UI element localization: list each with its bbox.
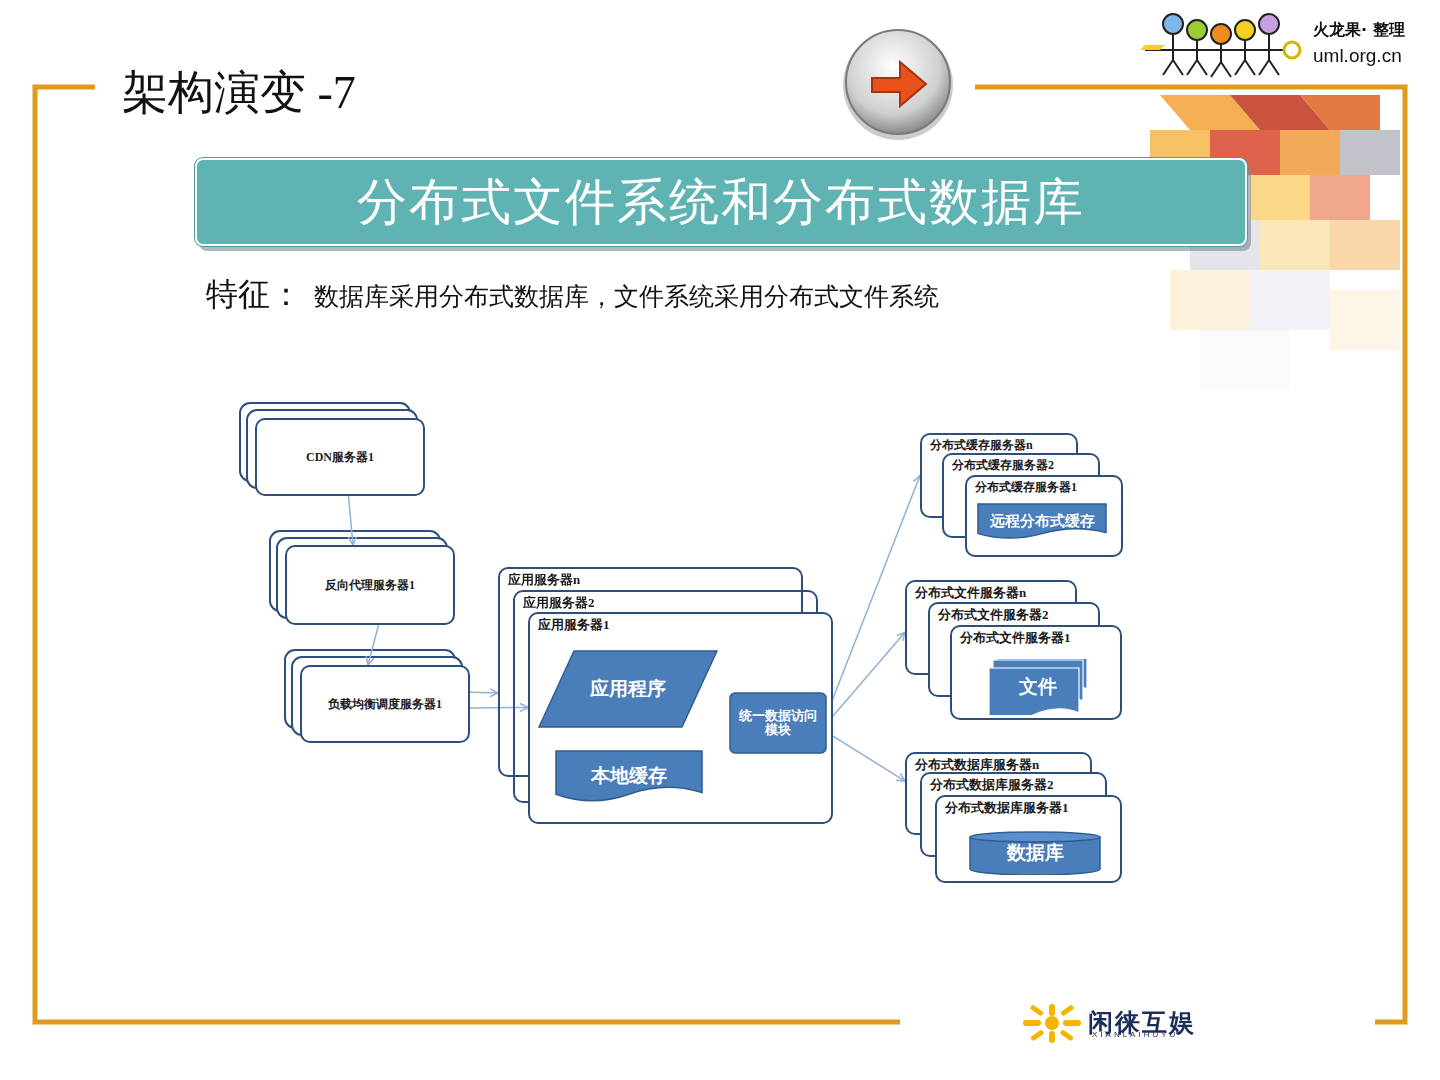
server-box: CDN服务器1 [255, 418, 425, 496]
logo-bottom-icon [1023, 1004, 1081, 1043]
cyl-node: 数据库 [969, 831, 1101, 875]
rbox-node: 统一数据访问模块 [729, 692, 827, 754]
doc-node: 远程分布式缓存 [977, 503, 1107, 539]
node-label: 分布式数据库服务器2 [930, 776, 1054, 794]
node-label: CDN服务器1 [257, 420, 423, 494]
node-label: 应用服务器2 [523, 594, 595, 612]
server-box: 分布式缓存服务器1 远程分布式缓存 [965, 475, 1123, 557]
node-label: 文件 [988, 659, 1088, 715]
node-label: 分布式文件服务器2 [938, 606, 1049, 624]
arrow-button [843, 30, 953, 140]
para-node: 应用程序 [538, 650, 718, 728]
node-label: 远程分布式缓存 [977, 503, 1107, 539]
node-label: 统一数据访问模块 [729, 692, 827, 754]
node-label: 应用服务器1 [538, 616, 610, 634]
node-label: 负载均衡调度服务器1 [302, 667, 468, 741]
node-label: 分布式缓存服务器2 [952, 457, 1054, 474]
logo-figures [1140, 14, 1300, 77]
node-label: 分布式文件服务器n [915, 584, 1026, 602]
connector [349, 496, 354, 545]
slide-frame [35, 87, 1405, 1022]
node-label: 分布式缓存服务器1 [975, 479, 1077, 496]
node-label: 反向代理服务器1 [287, 547, 453, 623]
server-box: 分布式数据库服务器1 数据库 [935, 795, 1122, 883]
node-label: 应用服务器n [508, 571, 580, 589]
node-label: 分布式数据库服务器1 [945, 799, 1069, 817]
feature-label: 特征： [206, 273, 302, 317]
docs-node: 文件 [988, 659, 1088, 715]
node-label: 应用程序 [538, 650, 718, 728]
feature-text: 数据库采用分布式数据库，文件系统采用分布式文件系统 [314, 280, 939, 313]
node-label: 分布式文件服务器1 [960, 629, 1071, 647]
server-box: 分布式文件服务器1 文件 [950, 625, 1122, 720]
connector [827, 732, 905, 781]
server-box: 反向代理服务器1 [285, 545, 455, 625]
connector [470, 692, 498, 694]
node-label: 数据库 [969, 831, 1101, 875]
connector [368, 625, 379, 665]
server-box: 应用服务器1 应用程序本地缓存统一数据访问模块 [528, 612, 833, 824]
connector [827, 632, 905, 723]
logo-url: uml.org.cn [1313, 45, 1402, 67]
node-label: 本地缓存 [555, 750, 703, 802]
doc-node: 本地缓存 [555, 750, 703, 802]
company-logo-pinyin: XIANLAIHUYU [1092, 1030, 1178, 1039]
server-box: 负载均衡调度服务器1 [300, 665, 470, 743]
logo-text: 火龙果· 整理 [1313, 20, 1405, 41]
slide-title: 架构演变 -7 [122, 62, 356, 124]
node-label: 分布式缓存服务器n [930, 437, 1033, 454]
banner-title: 分布式文件系统和分布式数据库 [195, 158, 1247, 246]
